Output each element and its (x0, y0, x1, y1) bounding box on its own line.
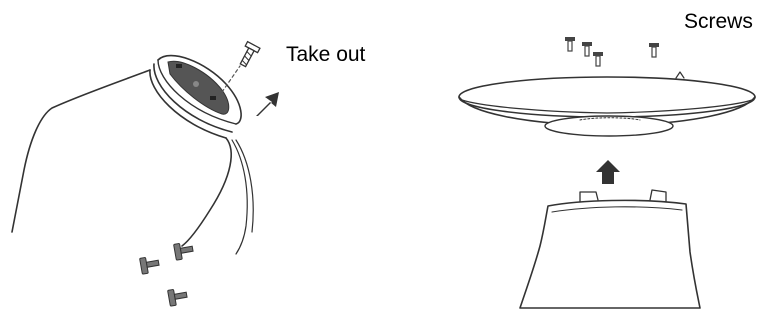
arrow-up (596, 160, 620, 184)
lamp-cap (150, 56, 241, 138)
loose-screws (140, 241, 195, 306)
arrow-take-out (256, 92, 279, 116)
ceiling-plate (459, 72, 755, 136)
guide-line (222, 66, 240, 92)
screw-take-out (237, 42, 260, 69)
screws-set (565, 37, 659, 66)
light-fixture (520, 190, 700, 308)
screws-label: Screws (684, 11, 753, 32)
take-out-label: Take out (286, 44, 365, 65)
